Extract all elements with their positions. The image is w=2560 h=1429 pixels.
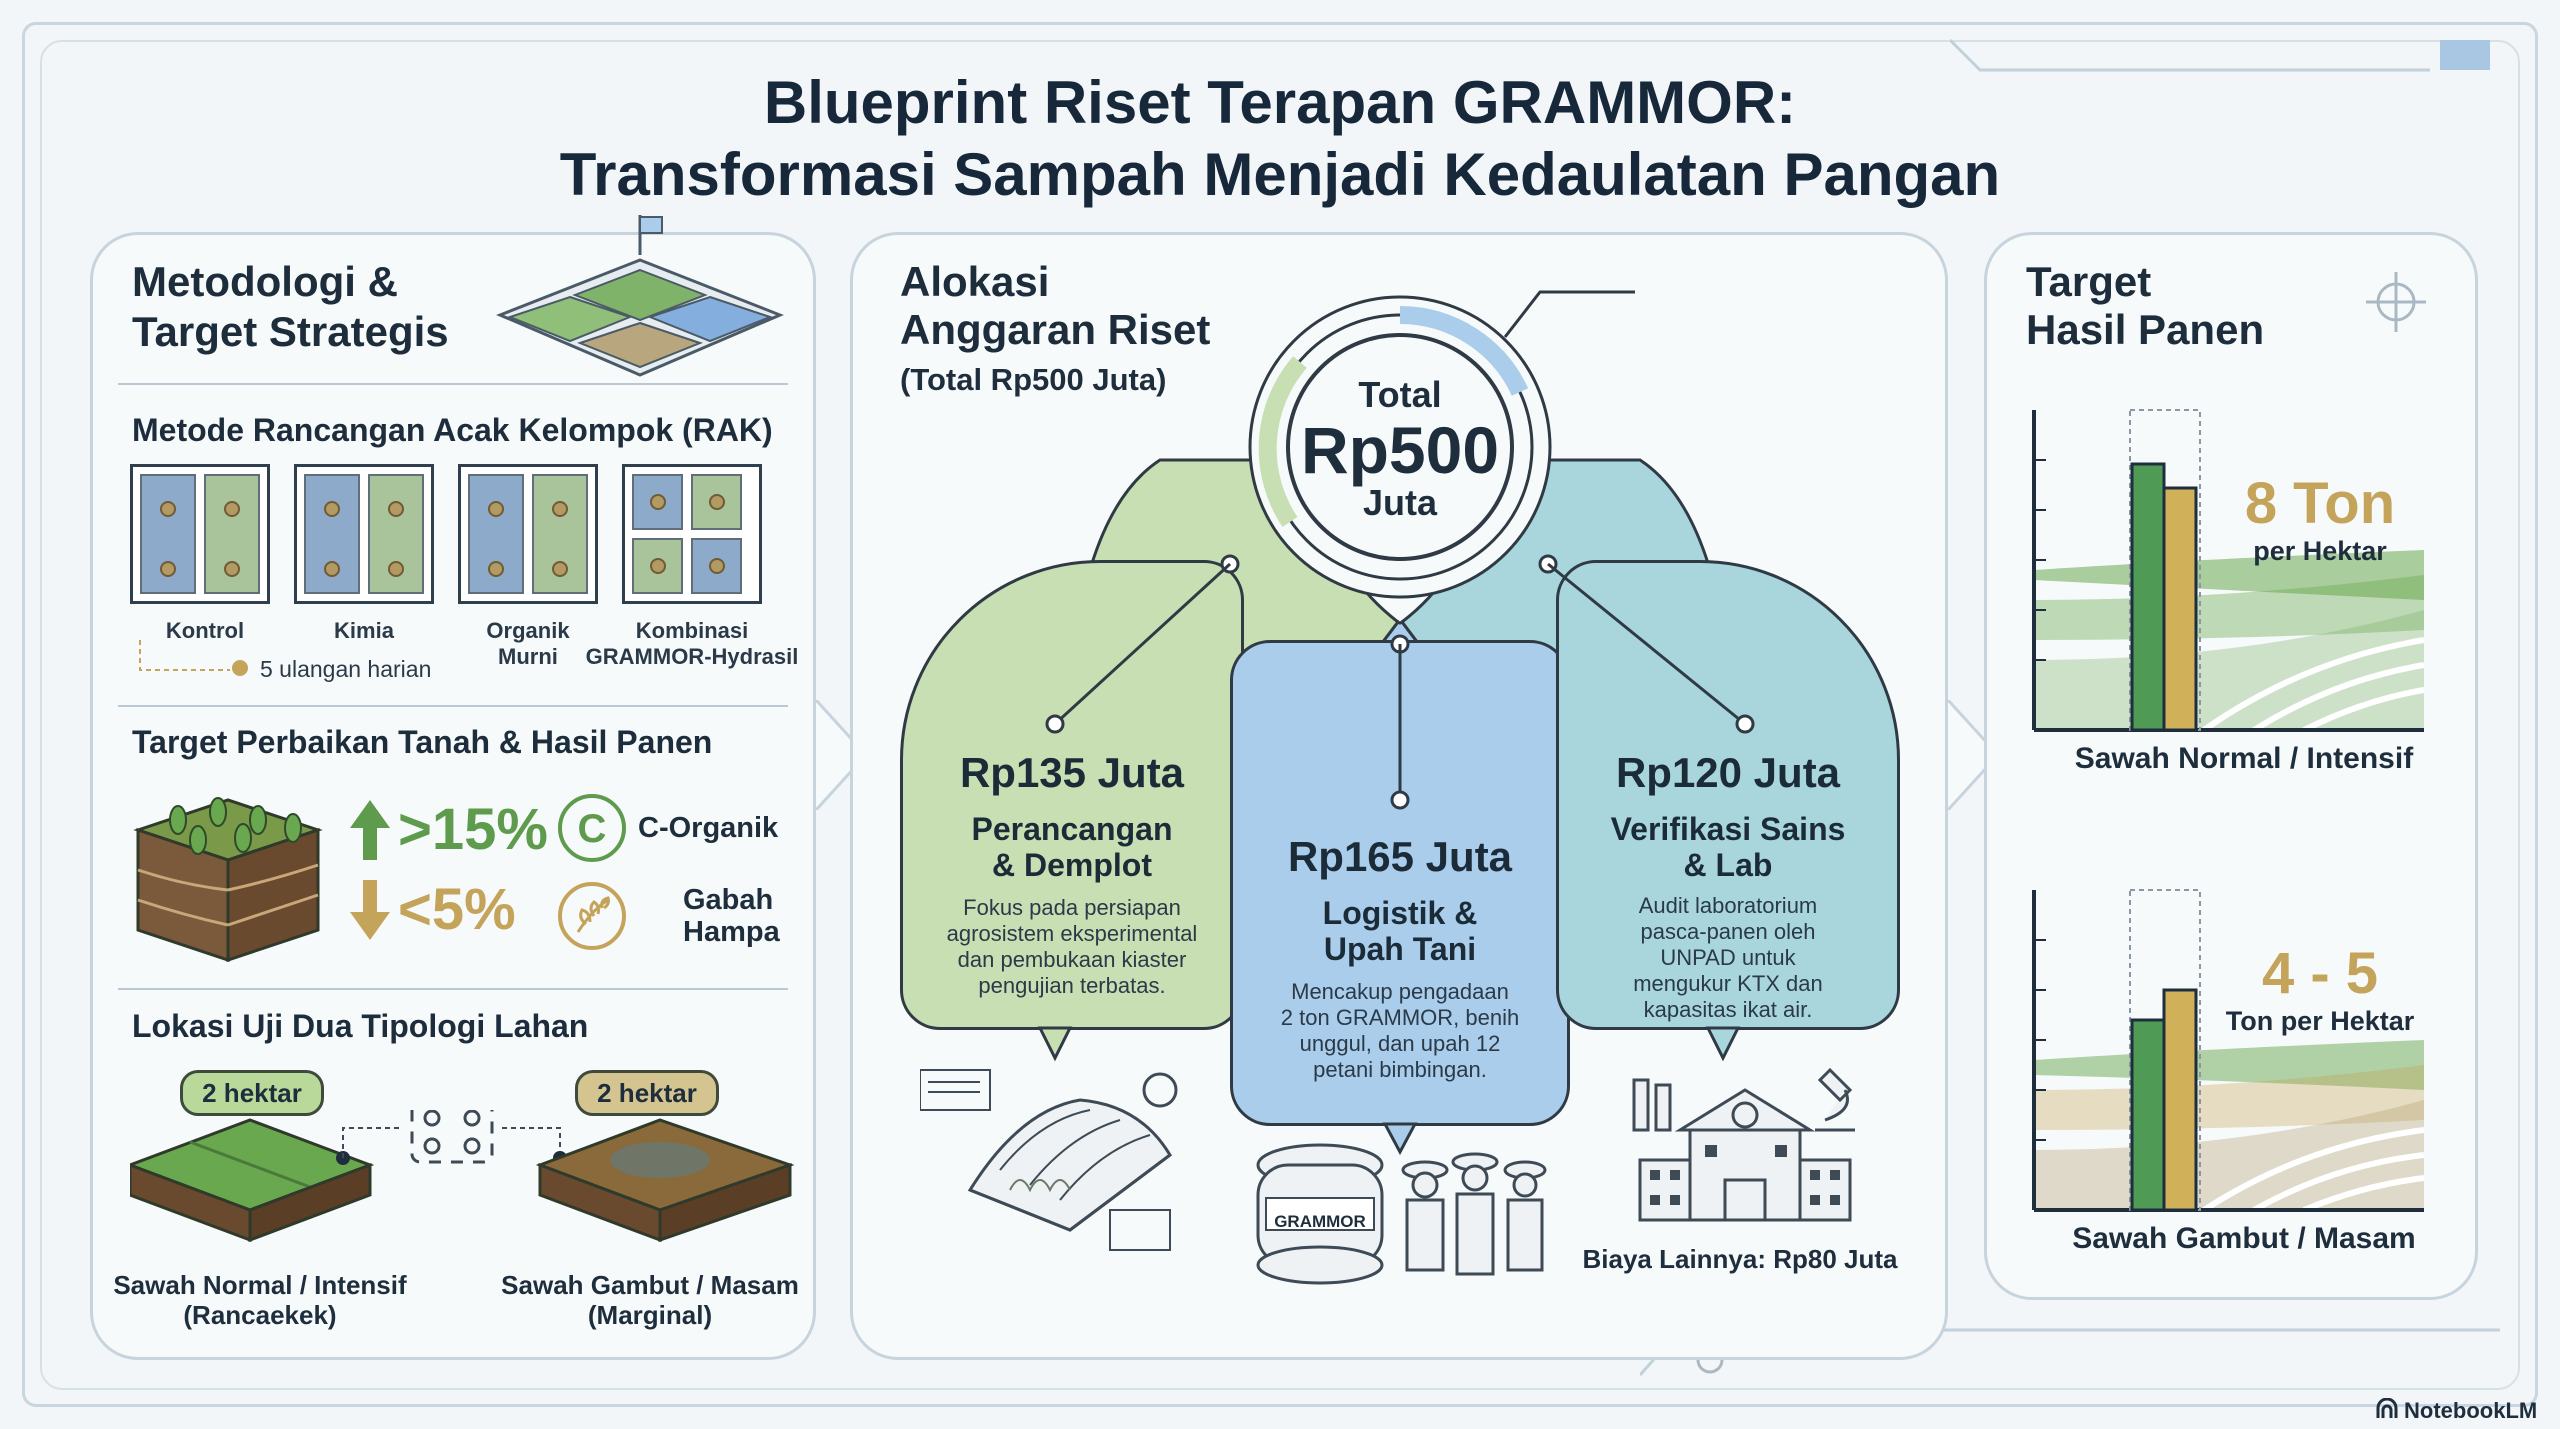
- lokasi-gambut-name-2: (Marginal): [587, 1300, 713, 1330]
- target-title: Target Perbaikan Tanah & Hasil Panen: [132, 724, 713, 760]
- carbon-icon: C: [558, 794, 626, 862]
- bag-label: GRAMMOR: [1274, 1212, 1366, 1231]
- budget-amount-logistik: Rp165 Juta: [1287, 833, 1513, 880]
- yield-unit-normal: per Hektar: [2253, 536, 2387, 566]
- c-organik-label: C-Organik: [638, 812, 779, 844]
- lokasi-normal-name-2: (Rancaekek): [183, 1300, 337, 1330]
- budget-cat-verifikasi-1: Verifikasi Sains: [1610, 811, 1846, 847]
- page-title-line2: Transformasi Sampah Menjadi Kedaulatan P…: [559, 141, 2001, 208]
- biaya-lainnya: Biaya Lainnya: Rp80 Juta: [1582, 1244, 1898, 1274]
- budget-amount-verifikasi: Rp120 Juta: [1615, 749, 1841, 796]
- yield-unit-gambut: Ton per Hektar: [2225, 1006, 2415, 1036]
- yield-label-gambut: Sawah Gambut / Masam: [2072, 1222, 2416, 1255]
- field-tiles-icon: [130, 1110, 795, 1243]
- budget-desc-perancangan-1: Fokus pada persiapan: [963, 895, 1181, 920]
- budget-cat-perancangan-1: Perancangan: [971, 811, 1173, 847]
- metodologi-title-line1: Metodologi &: [132, 258, 398, 305]
- budget-cat-verifikasi-2: & Lab: [1683, 847, 1773, 883]
- laboratory-icon: [1632, 1067, 1855, 1222]
- ruler-decoration-top: [1950, 38, 2490, 72]
- gabah-hampa-value: <5%: [398, 877, 516, 942]
- budget-desc-verifikasi-3: UNPAD untuk: [1660, 945, 1796, 970]
- divider: [118, 705, 788, 707]
- plot-label-kimia: Kimia: [334, 618, 394, 643]
- yield-value-gambut: 4 - 5: [2261, 941, 2379, 1006]
- gabah-label-1: Gabah: [683, 884, 774, 916]
- yield-value-normal: 8 Ton: [2244, 471, 2396, 536]
- yield-chart-normal: [2032, 409, 2424, 733]
- budget-desc-verifikasi-1: Audit laboratorium: [1638, 893, 1818, 918]
- panen-title-line2: Hasil Panen: [2026, 306, 2265, 353]
- budget-desc-perancangan-4: pengujian terbatas.: [978, 973, 1166, 998]
- budget-desc-verifikasi-2: pasca-panen oleh: [1640, 919, 1816, 944]
- budget-amount-perancangan: Rp135 Juta: [959, 749, 1185, 796]
- anggaran-title-line1: Alokasi: [900, 258, 1050, 305]
- yield-chart-gambut: [2032, 889, 2424, 1213]
- panen-title-line1: Target: [2026, 258, 2152, 305]
- outer-frame: [22, 22, 2538, 1407]
- donut-center-label-2: Rp500: [1300, 413, 1500, 487]
- budget-callout-perancangan: Rp135 Juta Perancangan & Demplot Fokus p…: [900, 560, 1244, 1030]
- divider: [118, 988, 788, 990]
- donut-center-label-3: Juta: [1362, 482, 1438, 523]
- plot-kontrol: [130, 464, 270, 604]
- isometric-field-icon: [496, 215, 784, 377]
- budget-cat-logistik-1: Logistik &: [1322, 895, 1478, 931]
- anggaran-title-line2: Anggaran Riset: [900, 306, 1211, 353]
- replicates-note: 5 ulangan harian: [260, 656, 432, 682]
- lokasi-normal-name-1: Sawah Normal / Intensif: [113, 1270, 407, 1300]
- budget-desc-logistik-1: Mencakup pengadaan: [1291, 979, 1509, 1004]
- metodologi-title-line2: Target Strategis: [132, 308, 449, 355]
- area-tag-gambut: 2 hektar: [575, 1070, 719, 1116]
- budget-desc-logistik-4: petani bimbingan.: [1313, 1057, 1487, 1082]
- yield-label-normal: Sawah Normal / Intensif: [2074, 742, 2414, 775]
- inner-frame: [40, 40, 2520, 1390]
- plot-organik: [458, 464, 598, 604]
- area-tag-normal: 2 hektar: [180, 1070, 324, 1116]
- replicate-connector: [139, 640, 230, 671]
- rak-title: Metode Rancangan Acak Kelompok (RAK): [132, 412, 773, 448]
- plot-label-kombinasi-1: Kombinasi: [635, 618, 749, 643]
- crosshair-icon: [2366, 272, 2426, 332]
- arrow-up-icon: [350, 800, 390, 860]
- gabah-label-2: Hampa: [683, 916, 780, 948]
- budget-desc-perancangan-2: agrosistem eksperimental: [946, 921, 1198, 946]
- c-organik-value: >15%: [398, 797, 548, 862]
- lokasi-title: Lokasi Uji Dua Tipologi Lahan: [132, 1008, 589, 1044]
- replicate-dot-icon: [232, 660, 248, 676]
- budget-desc-logistik-2: 2 ton GRAMMOR, benih: [1280, 1005, 1520, 1030]
- plot-label-organik-2: Murni: [498, 644, 558, 669]
- budget-cat-logistik-2: Upah Tani: [1323, 931, 1477, 967]
- budget-callout-verifikasi: Rp120 Juta Verifikasi Sains & Lab Audit …: [1556, 560, 1900, 1030]
- svg-text:C: C: [578, 807, 607, 851]
- bags-farmers-icon: [1256, 1143, 1547, 1285]
- plot-kimia: [294, 464, 434, 604]
- arrow-down-icon: [350, 880, 390, 940]
- budget-desc-logistik-3: unggul, dan upah 12: [1299, 1031, 1501, 1056]
- budget-cat-perancangan-2: & Demplot: [992, 847, 1152, 883]
- lokasi-gambut-name-1: Sawah Gambut / Masam: [501, 1270, 799, 1300]
- budget-desc-verifikasi-4: mengukur KTX dan: [1633, 971, 1823, 996]
- donut-center-label-1: Total: [1358, 374, 1442, 415]
- divider: [118, 383, 788, 385]
- soil-block-icon: [133, 797, 323, 963]
- plot-label-kontrol: Kontrol: [165, 618, 245, 643]
- budget-desc-verifikasi-5: kapasitas ikat air.: [1643, 997, 1813, 1022]
- plot-kombinasi: [622, 464, 762, 604]
- plot-label-kombinasi-2: GRAMMOR-Hydrasil: [585, 644, 799, 669]
- panen-panel: [1984, 232, 2478, 1300]
- anggaran-subtitle: (Total Rp500 Juta): [900, 362, 1167, 397]
- greenhouse-icon: [920, 1069, 1178, 1251]
- plot-label-organik-1: Organik: [486, 618, 570, 643]
- callout-leader-lines: [1037, 554, 1755, 1156]
- budget-desc-perancangan-3: dan pembukaan kiaster: [957, 947, 1187, 972]
- notebooklm-logo-icon: [2376, 1398, 2398, 1418]
- grain-icon: [558, 882, 626, 950]
- page-title-line1: Blueprint Riset Terapan GRAMMOR:: [763, 69, 1797, 136]
- footer-brand: NotebookLM: [2404, 1398, 2538, 1423]
